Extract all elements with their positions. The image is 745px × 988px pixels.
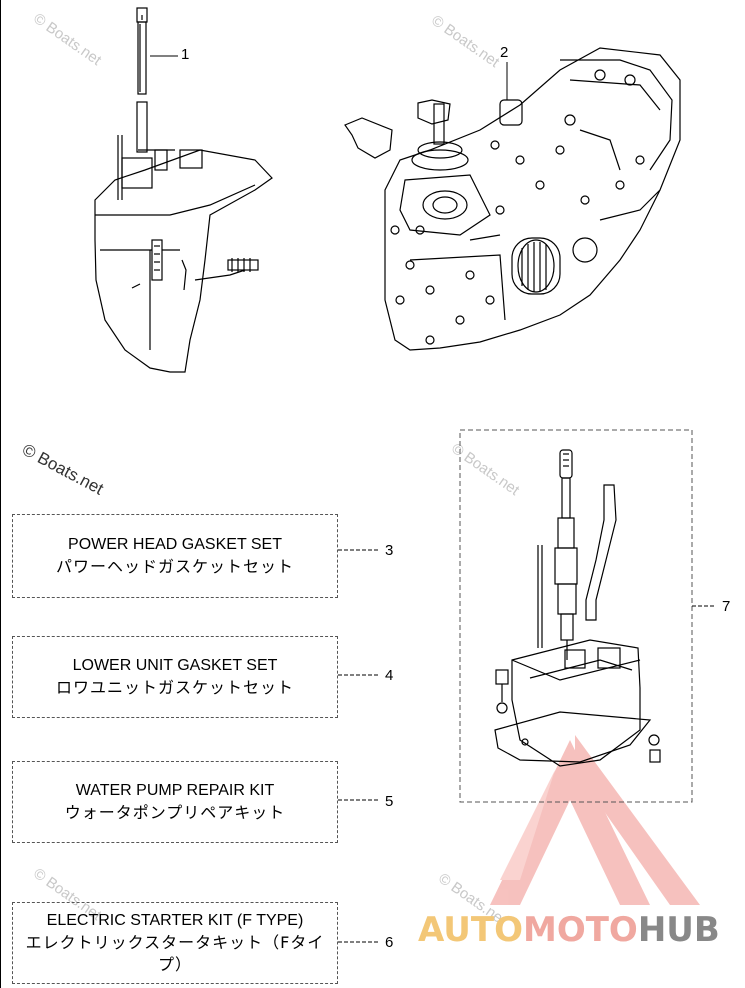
callout-6: 6	[385, 934, 394, 951]
leader-lines	[150, 55, 716, 943]
callout-4: 4	[385, 667, 394, 684]
part7-frame	[459, 429, 693, 803]
automotohub-logo: AUTOMOTOHUB	[418, 910, 720, 950]
left-border	[0, 0, 1, 988]
kit-label-en: ELECTRIC STARTER KIT (F TYPE)	[46, 912, 304, 929]
drive-shaft-housing-drawing	[494, 449, 661, 767]
logo-part-hub: HUB	[637, 910, 720, 950]
kit-power-head-gasket: POWER HEAD GASKET SET パワーヘッドガスケットセット	[12, 514, 338, 598]
logo-part-auto: AUTO	[418, 910, 523, 950]
kit-label-en: POWER HEAD GASKET SET	[68, 536, 282, 553]
callout-7: 7	[722, 598, 731, 615]
callout-2: 2	[500, 44, 509, 61]
lower-unit-drawing	[94, 7, 273, 373]
logo-part-moto: MOTO	[522, 910, 638, 950]
callout-1: 1	[181, 46, 190, 63]
kit-lower-unit-gasket: LOWER UNIT GASKET SET ロワユニットガスケットセット	[12, 636, 338, 718]
kit-label-en: WATER PUMP REPAIR KIT	[75, 782, 275, 799]
kit-label-en: LOWER UNIT GASKET SET	[72, 657, 278, 674]
kit-water-pump-repair: WATER PUMP REPAIR KIT ウォータポンプリペアキット	[12, 761, 338, 843]
kit-electric-starter: ELECTRIC STARTER KIT (F TYPE) エレクトリックスター…	[12, 902, 338, 984]
kit-label-ja: ウォータポンプリペアキット	[64, 803, 286, 822]
power-head-drawing	[344, 47, 681, 351]
kit-label-ja: ロワユニットガスケットセット	[55, 678, 294, 697]
kit-label-ja: パワーヘッドガスケットセット	[55, 557, 294, 576]
automotohub-triangle-icon	[490, 735, 700, 905]
kit-label-ja: エレクトリックスタータキット（Fタイプ）	[25, 933, 325, 974]
callout-5: 5	[385, 793, 394, 810]
callout-3: 3	[385, 542, 394, 559]
